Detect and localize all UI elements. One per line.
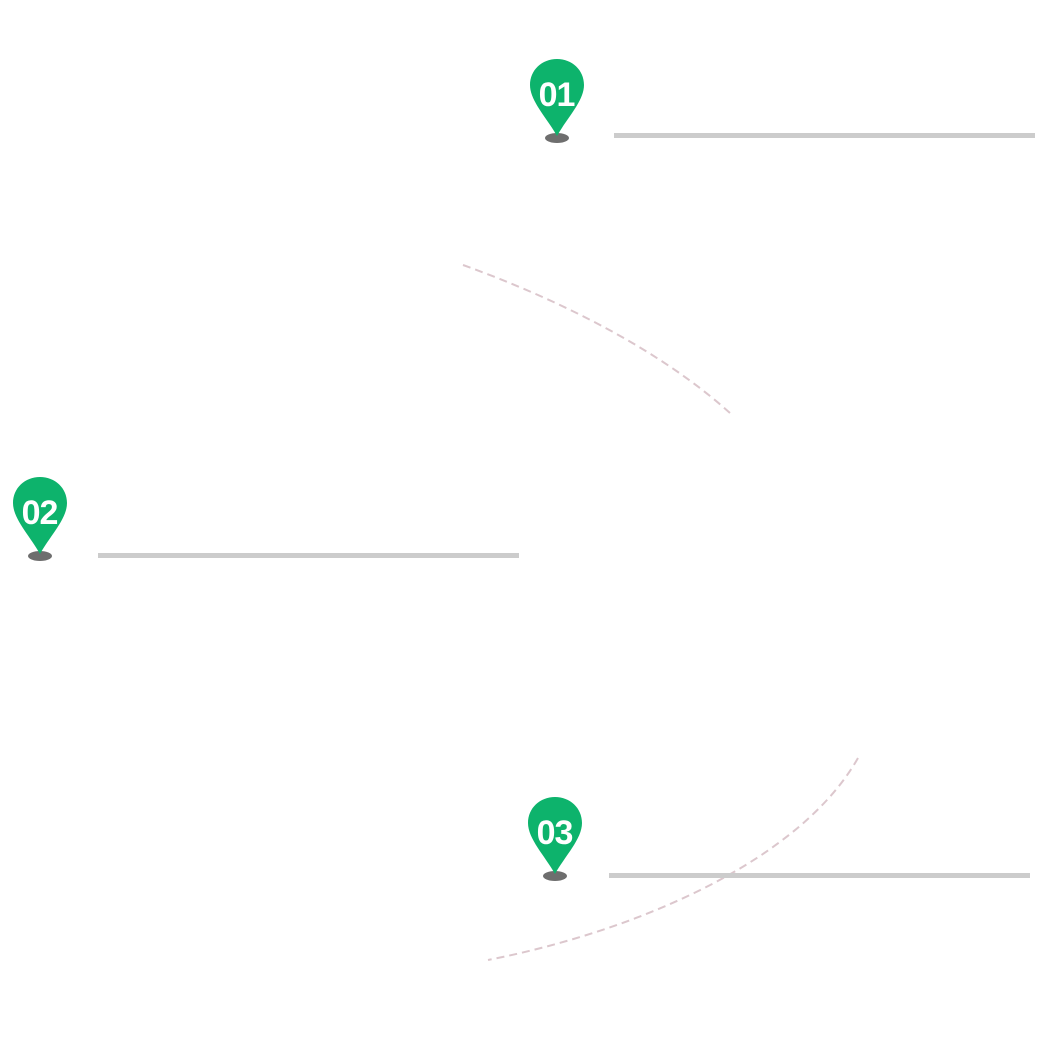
step-03-divider xyxy=(609,873,1030,878)
map-pin-icon xyxy=(528,797,582,881)
step-03-marker: 03 xyxy=(527,796,587,888)
step-01-divider xyxy=(614,133,1035,138)
step-01-marker: 01 xyxy=(529,58,589,150)
step-number: 03 xyxy=(536,814,574,852)
step-number: 02 xyxy=(21,494,59,532)
step-number: 01 xyxy=(538,76,576,114)
step-02-divider xyxy=(98,553,519,558)
step-02-marker: 02 xyxy=(12,476,72,568)
map-pin-icon xyxy=(13,477,67,561)
dashed-curve-upper xyxy=(462,264,731,414)
dashed-curve-lower xyxy=(487,757,859,961)
map-pin-icon xyxy=(530,59,584,143)
